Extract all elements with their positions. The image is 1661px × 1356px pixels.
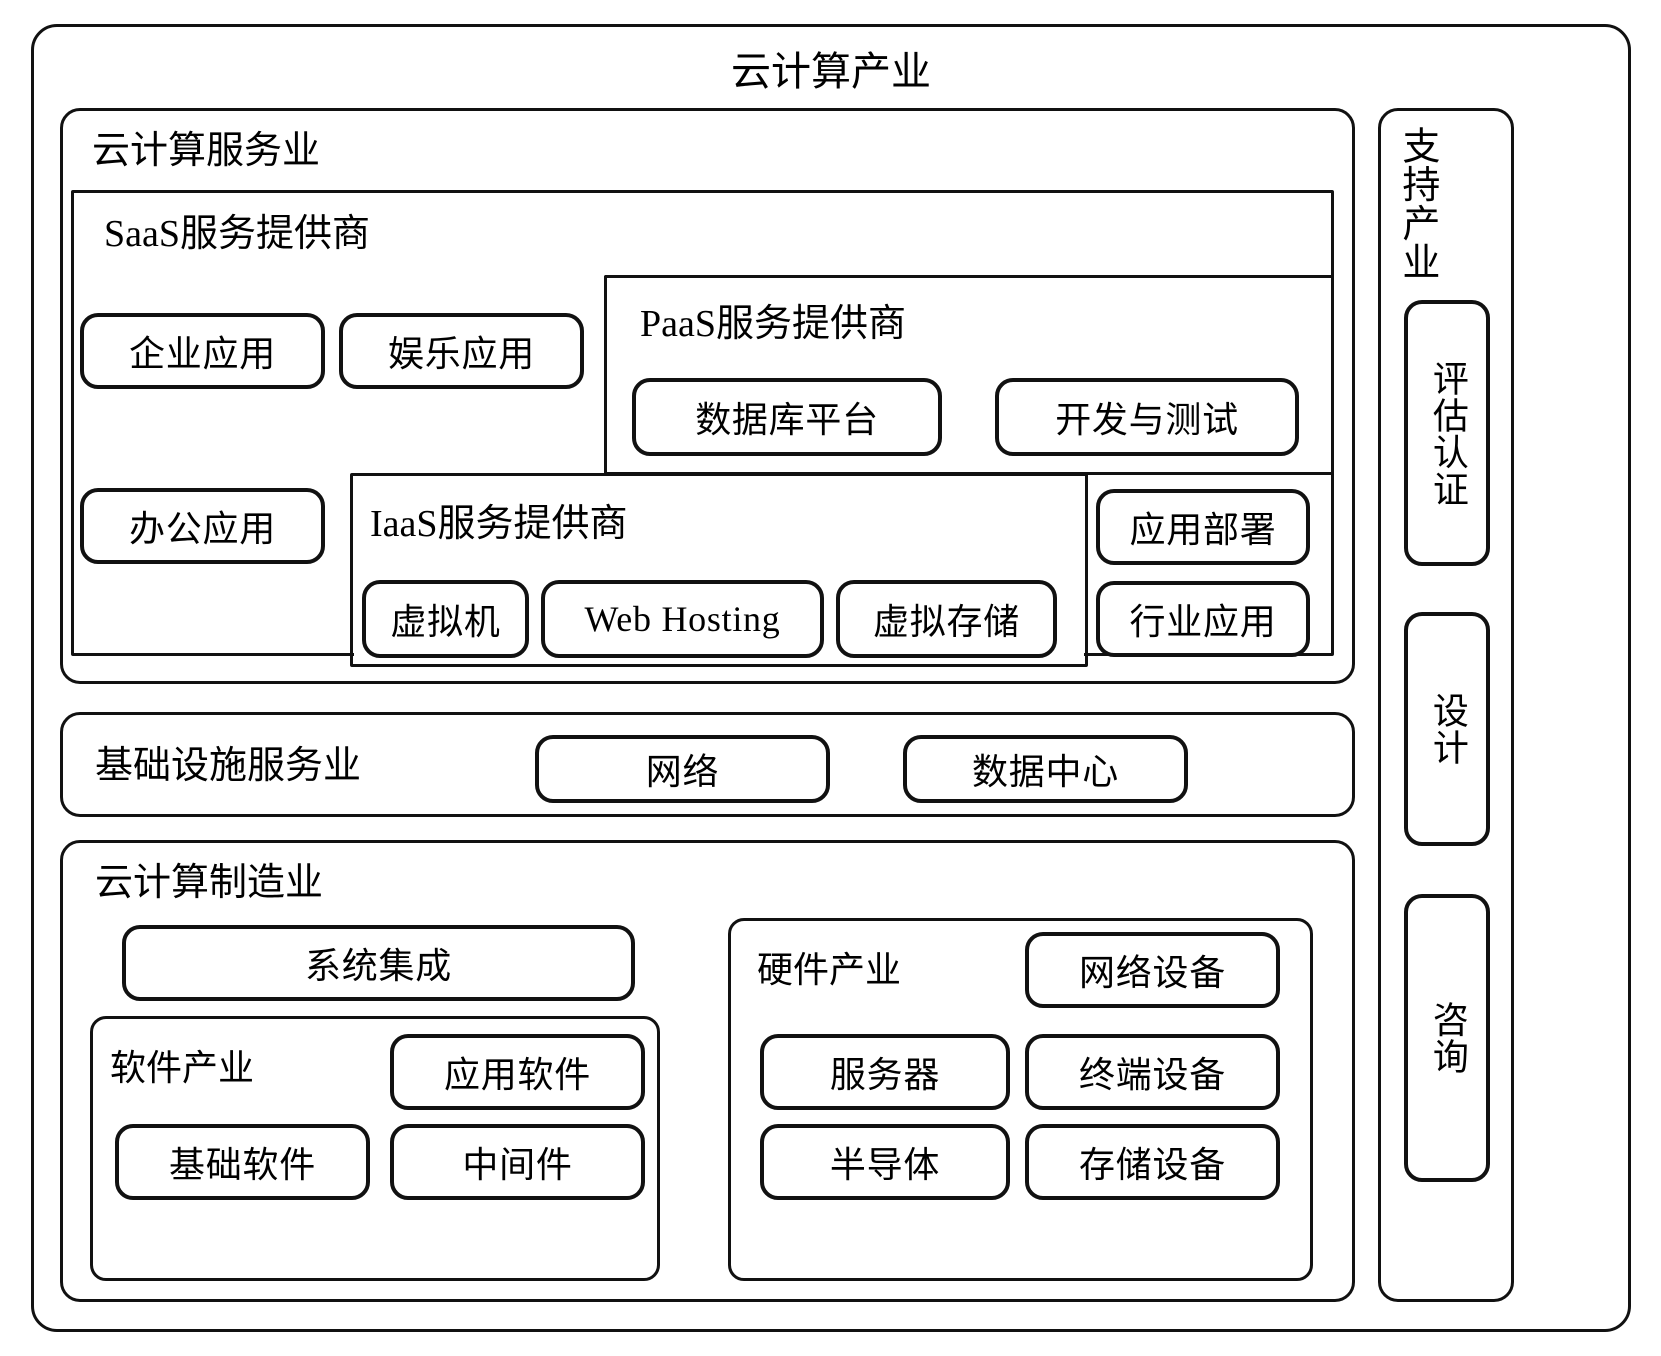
support-item-consulting-label: 咨询 [1427,1001,1468,1075]
software-item-application-software[interactable]: 应用软件 [390,1034,645,1110]
saas-item-office-app[interactable]: 办公应用 [80,488,325,564]
infrastructure-service-container [60,712,1355,817]
service-item-app-deployment[interactable]: 应用部署 [1096,489,1310,565]
support-item-evaluation-certification[interactable]: 评估认证 [1404,300,1490,566]
software-item-middleware[interactable]: 中间件 [390,1124,645,1200]
iaas-provider-container [350,473,1088,667]
hardware-industry-label: 硬件产业 [757,950,902,990]
paas-item-dev-and-test[interactable]: 开发与测试 [995,378,1299,456]
page-title: 云计算产业 [731,49,931,94]
saas-item-entertainment-app[interactable]: 娱乐应用 [339,313,584,389]
support-item-evaluation-certification-label: 评估认证 [1427,359,1468,507]
hardware-item-network-equipment[interactable]: 网络设备 [1025,932,1280,1008]
paas-provider-label: PaaS服务提供商 [640,303,907,345]
service-item-industry-app[interactable]: 行业应用 [1096,581,1310,657]
cloud-computing-industry-container [31,24,1631,1332]
support-industry-label: 支持产业 [1395,126,1438,282]
support-item-design[interactable]: 设计 [1404,612,1490,846]
software-industry-container [90,1016,660,1281]
paas-item-database-platform[interactable]: 数据库平台 [632,378,942,456]
iaas-provider-label: IaaS服务提供商 [370,503,628,545]
cloud-service-industry-container [60,108,1355,684]
paas-overlap-mask [608,279,1330,471]
iaas-overlap-mask [354,477,1084,667]
support-industry-container [1378,108,1514,1302]
infrastructure-item-data-center[interactable]: 数据中心 [903,735,1188,803]
infrastructure-service-label: 基础设施服务业 [95,745,362,787]
cloud-manufacturing-container [60,840,1355,1302]
hardware-industry-container [728,918,1313,1281]
saas-provider-label: SaaS服务提供商 [104,213,371,255]
hardware-item-storage-equipment[interactable]: 存储设备 [1025,1124,1280,1200]
software-item-basic-software[interactable]: 基础软件 [115,1124,370,1200]
software-industry-label: 软件产业 [110,1048,255,1088]
support-item-design-label: 设计 [1427,692,1468,766]
iaas-item-web-hosting[interactable]: Web Hosting [541,580,824,658]
cloud-manufacturing-label: 云计算制造业 [95,862,324,904]
hardware-item-semiconductor[interactable]: 半导体 [760,1124,1010,1200]
support-item-consulting[interactable]: 咨询 [1404,894,1490,1182]
iaas-item-virtual-storage[interactable]: 虚拟存储 [836,580,1057,658]
cloud-service-industry-label: 云计算服务业 [92,130,321,172]
saas-item-enterprise-app[interactable]: 企业应用 [80,313,325,389]
infrastructure-item-network[interactable]: 网络 [535,735,830,803]
hardware-item-terminal-equipment[interactable]: 终端设备 [1025,1034,1280,1110]
manufacturing-item-system-integration[interactable]: 系统集成 [122,925,635,1001]
hardware-item-server[interactable]: 服务器 [760,1034,1010,1110]
iaas-item-virtual-machine[interactable]: 虚拟机 [362,580,529,658]
